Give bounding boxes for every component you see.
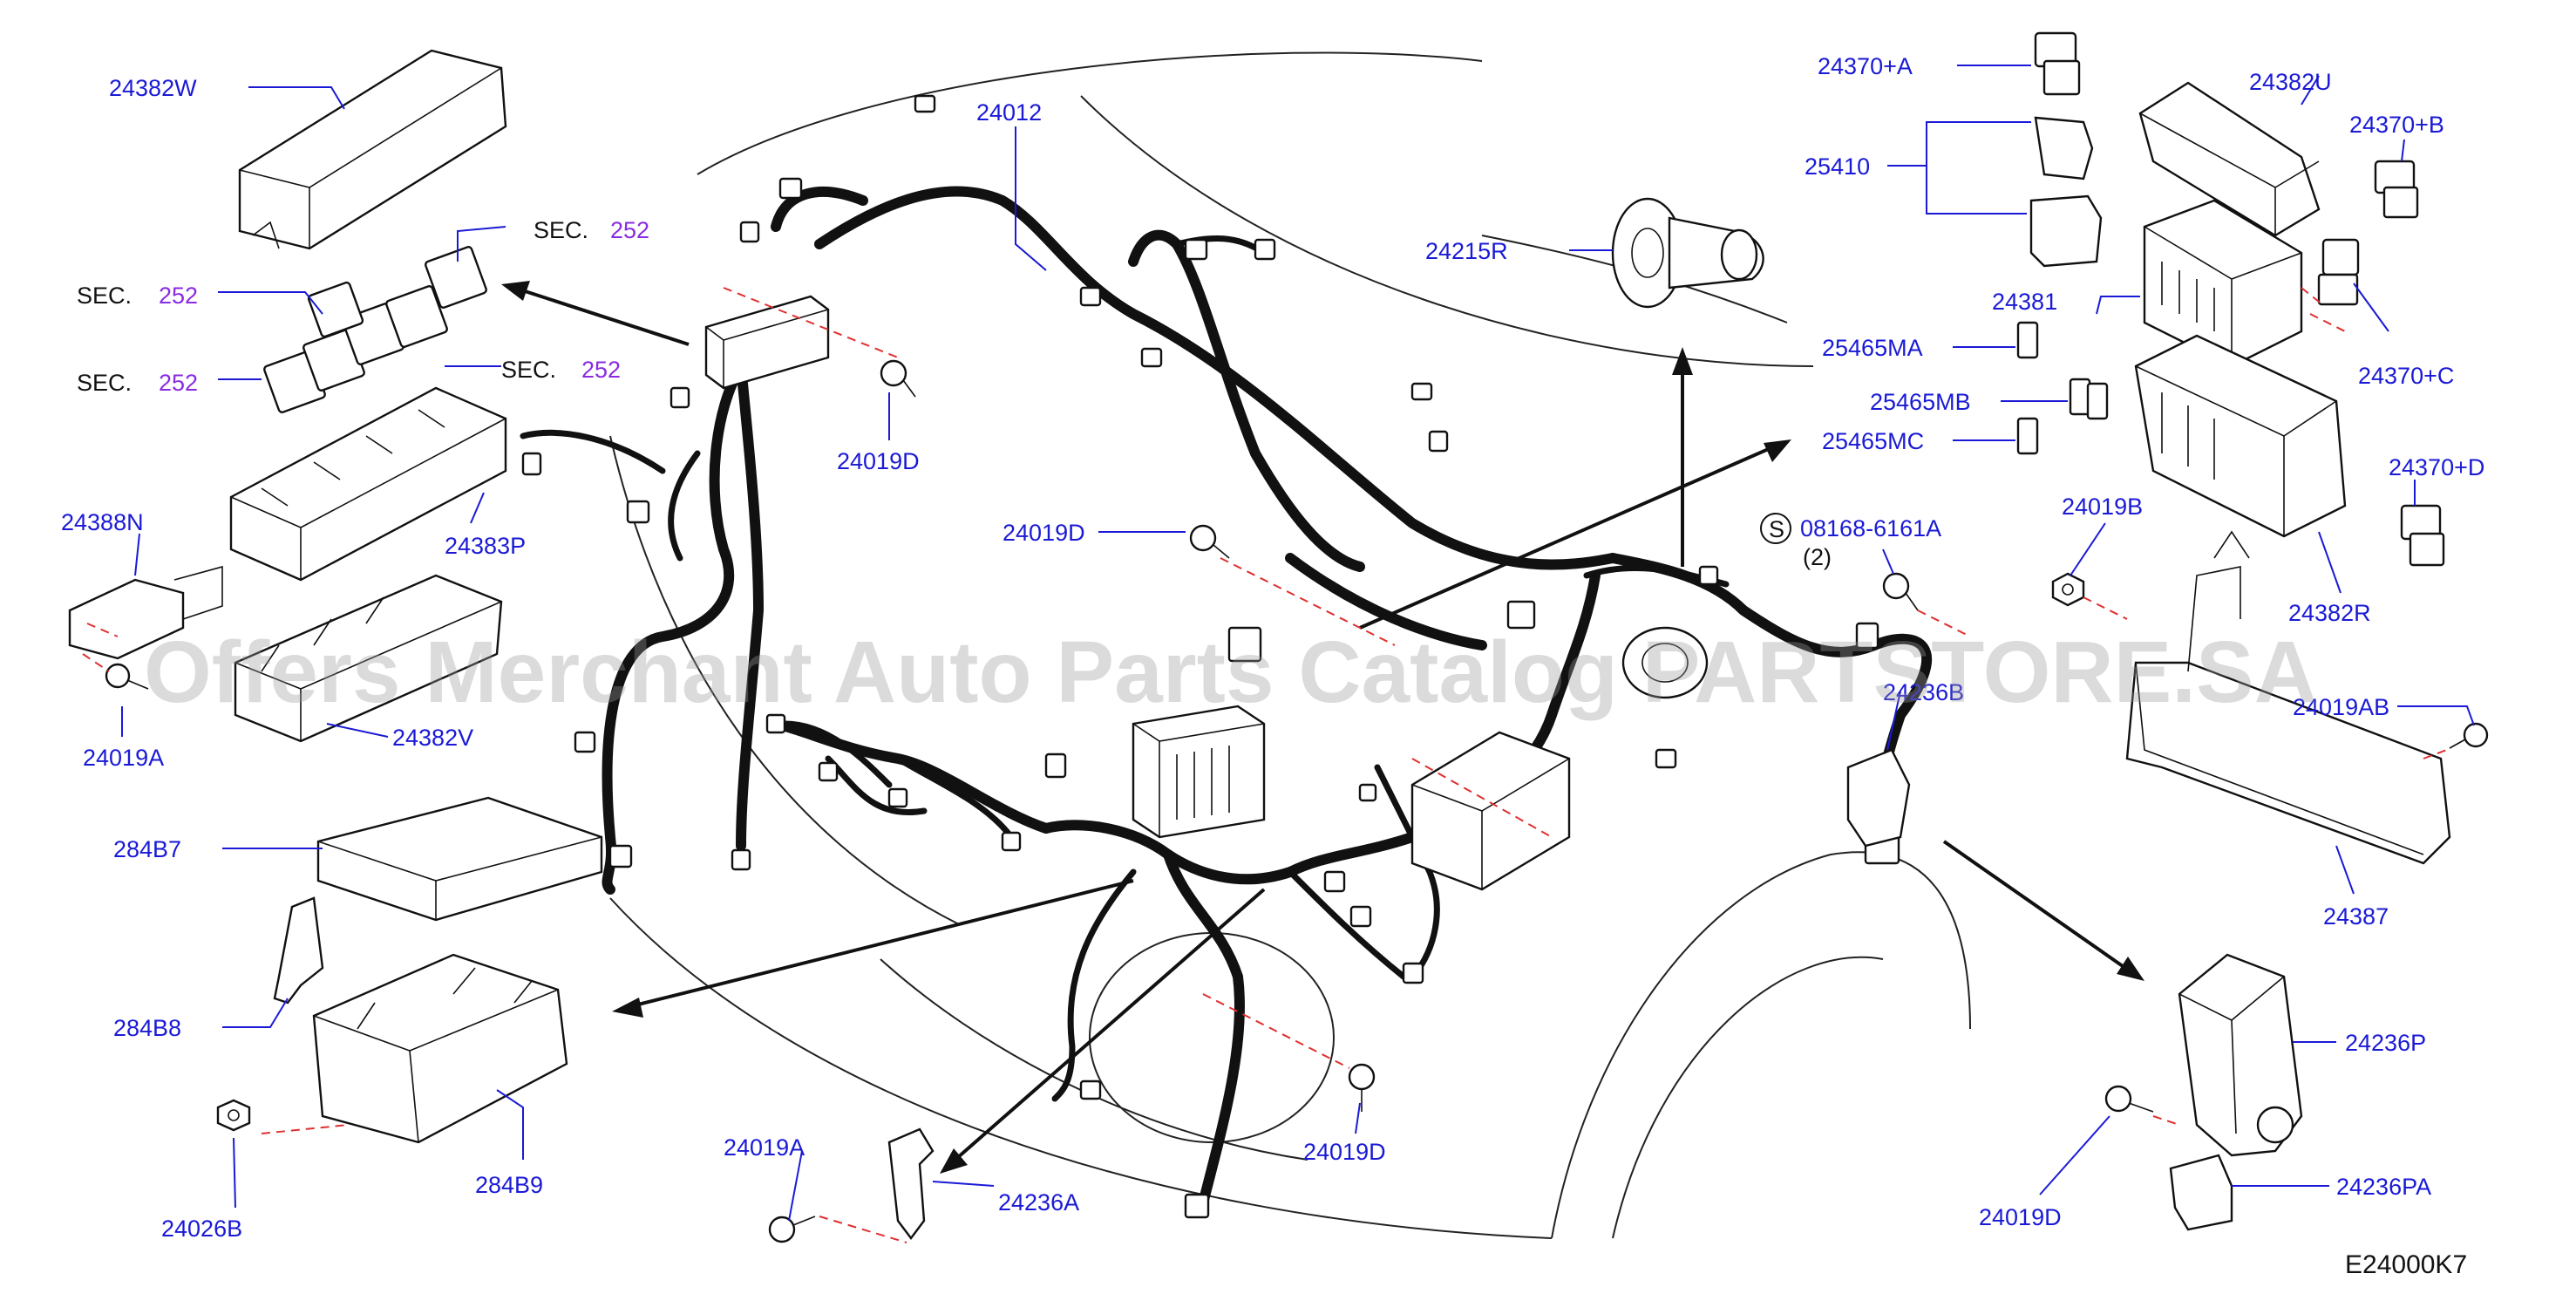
fuse-24370B bbox=[2374, 160, 2419, 219]
bracket-24387 bbox=[2125, 530, 2451, 865]
screw-symbol: S bbox=[1769, 516, 1784, 542]
sec-prefix-left-top: SEC. bbox=[77, 283, 132, 309]
bolt-24019A-bottom bbox=[768, 1216, 907, 1243]
label-25410: 25410 bbox=[1805, 153, 1870, 180]
sec-number-left-top: 252 bbox=[159, 283, 198, 309]
clip-24236B bbox=[1846, 748, 1911, 848]
label-25465MC: 25465MC bbox=[1822, 428, 1924, 454]
relay-25410-lower bbox=[2029, 194, 2103, 268]
label-25465MB: 25465MB bbox=[1870, 389, 1971, 415]
label-24382R: 24382R bbox=[2288, 600, 2371, 626]
fuse-24370C bbox=[2301, 238, 2360, 332]
label-284B9: 284B9 bbox=[475, 1172, 543, 1198]
label-24370D: 24370+D bbox=[2389, 454, 2484, 480]
label-24382V: 24382V bbox=[392, 725, 473, 751]
label-24382U: 24382U bbox=[2249, 69, 2332, 95]
label-24019D-mid: 24019D bbox=[1003, 520, 1085, 546]
pointer-arrows bbox=[501, 281, 2144, 1174]
vehicle-body-outline bbox=[609, 51, 1971, 1239]
watermark-text: Offers Merchant Auto Parts Catalog PARTS… bbox=[144, 623, 2317, 721]
bracket-24388N bbox=[68, 565, 223, 660]
fuse-block-24381 bbox=[2143, 199, 2303, 368]
diagram-code: E24000K7 bbox=[2345, 1250, 2467, 1279]
screw-part-number: 08168-6161A bbox=[1800, 515, 1941, 541]
bolt-24019D-right bbox=[2104, 1085, 2180, 1126]
label-24370C: 24370+C bbox=[2358, 363, 2454, 389]
label-24236P: 24236P bbox=[2345, 1030, 2426, 1056]
bracket-284B8 bbox=[273, 896, 324, 1005]
bolt-24019A-left bbox=[82, 653, 149, 690]
harness-connectors bbox=[521, 94, 1900, 1219]
label-25465MA: 25465MA bbox=[1822, 335, 1923, 361]
label-24370B: 24370+B bbox=[2349, 112, 2444, 138]
label-24215R: 24215R bbox=[1425, 238, 1508, 264]
sec-prefix-upper: SEC. bbox=[534, 217, 588, 243]
nut-24026B bbox=[216, 1099, 251, 1132]
horn-center bbox=[1621, 626, 1709, 699]
center-relay-box bbox=[1132, 705, 1266, 839]
bolt-24019AB bbox=[2423, 722, 2489, 759]
bolt-24019D-mid bbox=[1189, 524, 1396, 646]
section-references: SEC. 252 SEC. 252 SEC. 252 SEC. 252 bbox=[77, 217, 649, 396]
box-24382R bbox=[2134, 334, 2347, 538]
part-labels: 24382W 24383P 24388N 24019A 24382V 284B7… bbox=[61, 53, 2484, 1242]
leader-lines bbox=[121, 65, 2475, 1222]
fuse-25465MA bbox=[2016, 321, 2039, 359]
label-284B8: 284B8 bbox=[113, 1015, 181, 1041]
label-24236B: 24236B bbox=[1883, 679, 1964, 705]
label-24026B: 24026B bbox=[161, 1216, 242, 1242]
bolt-24019D-bottom bbox=[1202, 993, 1376, 1112]
label-24019D-top: 24019D bbox=[837, 448, 920, 474]
label-284B7: 284B7 bbox=[113, 836, 181, 862]
screw-08168-6161A bbox=[1882, 572, 1971, 637]
label-24019AB: 24019AB bbox=[2293, 694, 2389, 720]
screw-note: S 08168-6161A (2) bbox=[1760, 513, 1941, 570]
label-24019A-left: 24019A bbox=[83, 745, 164, 771]
box-284B9 bbox=[261, 953, 568, 1144]
cover-24382W bbox=[238, 49, 507, 250]
main-harness bbox=[520, 186, 1932, 1209]
label-24019A-bottom: 24019A bbox=[724, 1134, 805, 1161]
cover-24382U bbox=[2138, 81, 2321, 237]
label-24388N: 24388N bbox=[61, 509, 144, 535]
label-24387: 24387 bbox=[2323, 903, 2389, 930]
cover-284B7 bbox=[316, 796, 603, 922]
bolt-24019D-top bbox=[880, 359, 916, 398]
fuse-24370D bbox=[2400, 504, 2445, 567]
clip-24236PA bbox=[2169, 1154, 2233, 1231]
label-24382W: 24382W bbox=[109, 75, 197, 101]
screw-quantity: (2) bbox=[1803, 544, 1832, 570]
nut-24019B bbox=[2051, 572, 2128, 620]
label-24019D-right: 24019D bbox=[1979, 1204, 2062, 1230]
label-24383P: 24383P bbox=[445, 533, 526, 559]
bracket-24236A bbox=[887, 1127, 935, 1240]
sec-number-upper: 252 bbox=[610, 217, 649, 243]
label-24381: 24381 bbox=[1992, 289, 2057, 315]
label-24236PA: 24236PA bbox=[2336, 1174, 2431, 1200]
frame-24382V bbox=[234, 574, 503, 743]
sec-prefix-left-lower: SEC. bbox=[77, 370, 132, 396]
label-24012: 24012 bbox=[976, 99, 1042, 126]
sec-number-right-lower: 252 bbox=[581, 357, 621, 383]
ecu-box bbox=[1410, 731, 1571, 891]
label-24019B: 24019B bbox=[2062, 494, 2143, 520]
label-24236A: 24236A bbox=[998, 1189, 1079, 1216]
label-24370A: 24370+A bbox=[1818, 53, 1913, 79]
relay-base-24383P bbox=[229, 386, 507, 582]
fuse-24370A bbox=[2034, 31, 2081, 96]
harness-junction-block bbox=[704, 287, 899, 390]
relay-25410-upper bbox=[2034, 116, 2094, 180]
fuse-25465MC bbox=[2016, 417, 2039, 455]
horn-24215R bbox=[1611, 197, 1764, 309]
label-24019D-bottom: 24019D bbox=[1303, 1139, 1386, 1165]
protector-24236P bbox=[2178, 953, 2303, 1157]
sec-prefix-right-lower: SEC. bbox=[501, 357, 556, 383]
sec-number-left-lower: 252 bbox=[159, 370, 198, 396]
fuse-25465MB bbox=[2069, 378, 2109, 420]
relays-cluster bbox=[263, 246, 487, 413]
